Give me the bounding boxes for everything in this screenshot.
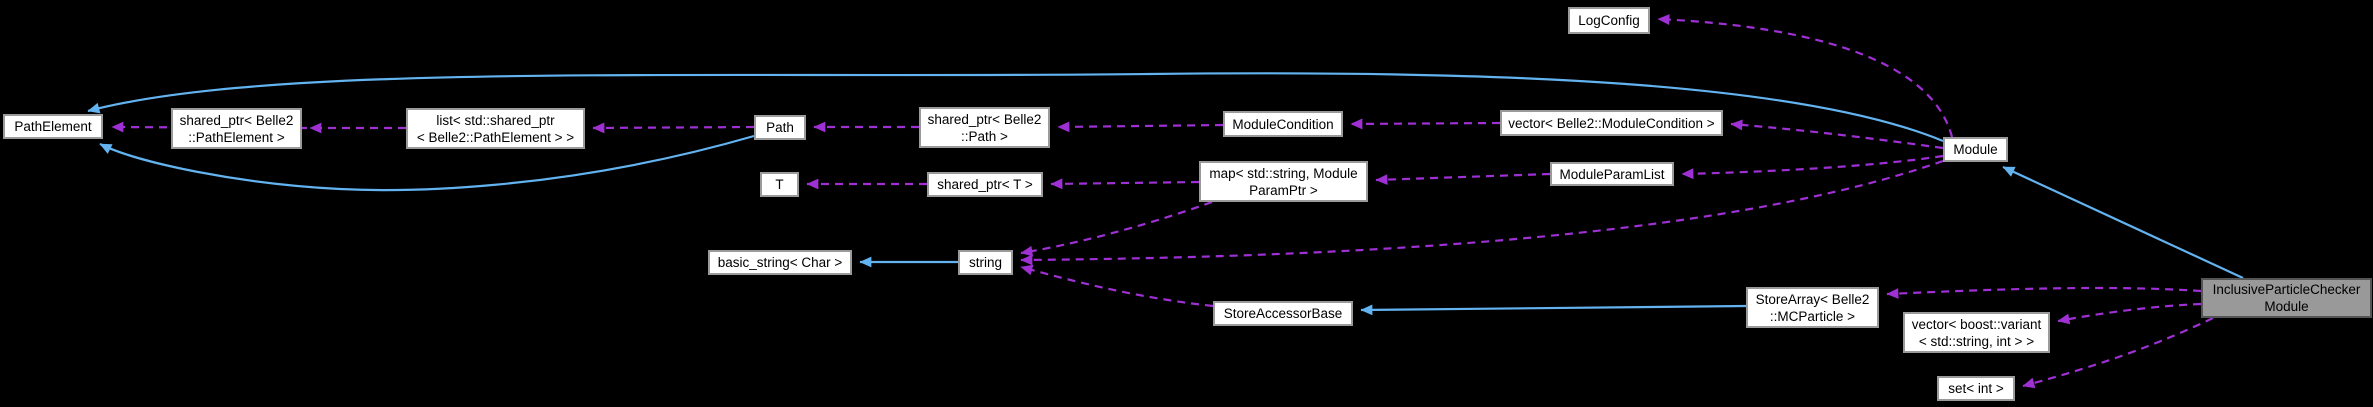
edge-path-to-pathelement xyxy=(99,134,755,192)
edge-modulecondition-to-sp-path xyxy=(1057,121,1224,133)
edge-module-to-vector-modulecondition xyxy=(1730,119,1944,150)
edge-ipc-to-module xyxy=(2002,166,2244,279)
node-vector-modulecondition[interactable]: vector< Belle2::ModuleCondition > xyxy=(1500,110,1723,136)
edge-moduleparamlist-to-map xyxy=(1375,172,1551,186)
node-vector-boost-variant[interactable]: vector< boost::variant < std::string, in… xyxy=(1903,312,2050,353)
node-shared-ptr-pathelement[interactable]: shared_ptr< Belle2 ::PathElement > xyxy=(171,108,302,149)
node-t[interactable]: T xyxy=(760,172,799,197)
edge-path-to-list xyxy=(592,122,755,134)
node-shared-ptr-path[interactable]: shared_ptr< Belle2 ::Path > xyxy=(919,107,1050,148)
edge-module-to-string xyxy=(1020,159,1944,266)
node-storeaccessorbase[interactable]: StoreAccessorBase xyxy=(1213,301,1353,326)
edge-map-to-string xyxy=(1020,200,1213,257)
node-string[interactable]: string xyxy=(958,250,1013,275)
edge-module-to-pathelement xyxy=(87,72,1944,143)
node-pathelement[interactable]: PathElement xyxy=(3,114,103,139)
edge-vector-modulecondition-to-modulecondition xyxy=(1350,118,1501,130)
node-shared-ptr-t[interactable]: shared_ptr< T > xyxy=(927,172,1043,197)
node-inclusiveparticlechecker-module[interactable]: InclusiveParticleChecker Module xyxy=(2201,278,2372,318)
node-moduleparamlist[interactable]: ModuleParamList xyxy=(1550,162,1674,186)
node-set-int[interactable]: set< int > xyxy=(1937,376,2015,401)
node-path[interactable]: Path xyxy=(754,115,806,140)
edge-storeaccessorbase-to-string xyxy=(1020,264,1214,308)
edge-ipc-to-vector-variant xyxy=(2057,302,2202,325)
edge-map-to-sp-t xyxy=(1050,178,1200,190)
edge-storearray-to-storeaccessorbase xyxy=(1360,304,1747,316)
node-basic-string[interactable]: basic_string< Char > xyxy=(708,250,852,275)
node-storearray-mcparticle[interactable]: StoreArray< Belle2 ::MCParticle > xyxy=(1746,287,1879,328)
node-logconfig[interactable]: LogConfig xyxy=(1568,7,1650,34)
edge-module-to-logconfig xyxy=(1657,14,1954,138)
edge-ipc-to-storearray xyxy=(1886,286,2202,299)
node-list-shared-ptr-pathelement[interactable]: list< std::shared_ptr < Belle2::PathElem… xyxy=(406,108,585,149)
node-map-moduleparamptr[interactable]: map< std::string, Module ParamPtr > xyxy=(1199,161,1368,202)
edge-module-to-moduleparamlist xyxy=(1681,154,1944,180)
node-module[interactable]: Module xyxy=(1943,137,2008,162)
node-modulecondition[interactable]: ModuleCondition xyxy=(1223,111,1343,137)
edge-ipc-to-set-int xyxy=(2022,317,2214,389)
